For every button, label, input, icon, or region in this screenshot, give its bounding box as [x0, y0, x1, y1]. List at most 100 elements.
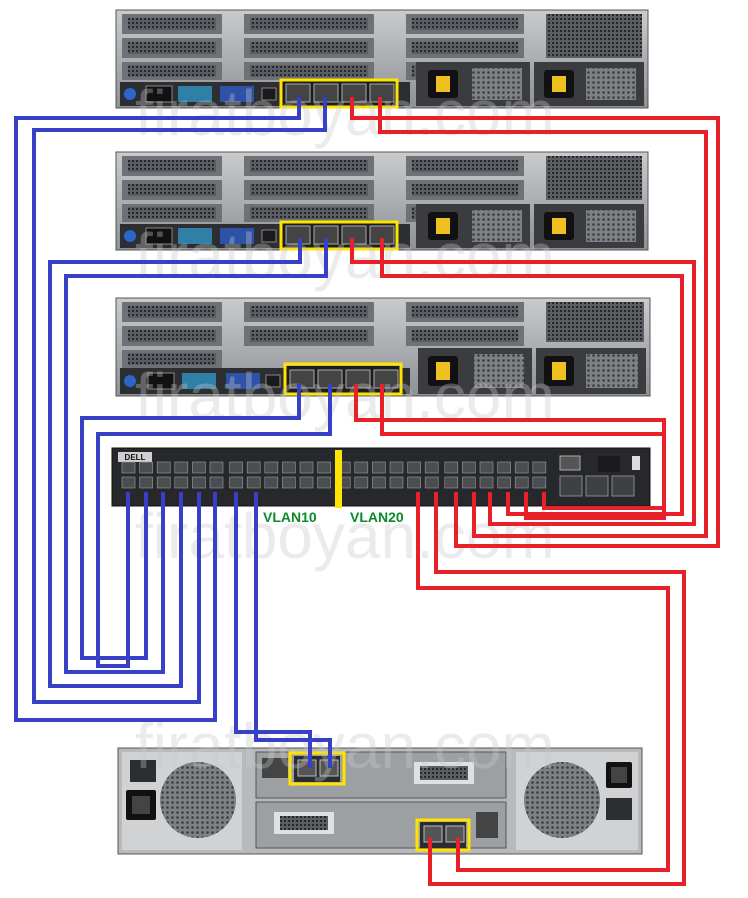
cable-storage-ctrl1-b — [254, 492, 332, 768]
switch-port — [229, 476, 243, 489]
storage-port-highlight-2 — [415, 818, 471, 852]
switch-port — [264, 476, 279, 489]
switch-port — [156, 476, 171, 489]
switch-brand-badge — [118, 452, 152, 462]
nic-highlight — [283, 362, 403, 396]
switch-port — [479, 461, 494, 474]
server-2 — [115, 151, 649, 251]
switch-brand-text: DELL — [125, 453, 146, 462]
storage-port-highlight-1 — [288, 751, 346, 786]
switch-port — [389, 476, 404, 489]
switch-port — [121, 476, 136, 489]
switch-port — [372, 476, 386, 489]
cable-server1-port2 — [32, 97, 327, 704]
switch-port — [139, 476, 153, 489]
cable-server1-port1 — [14, 97, 301, 722]
vent-grill — [546, 302, 644, 342]
switch-port — [264, 461, 279, 474]
pcie-slots — [122, 14, 524, 80]
vlan20-label: VLAN20 — [350, 509, 404, 525]
storage-controller-2 — [255, 801, 507, 852]
switch-port — [317, 476, 331, 489]
switch-port — [299, 461, 314, 474]
cable-storage-ctrl1-a — [234, 492, 312, 768]
switch-port — [354, 476, 369, 489]
switch-port — [246, 476, 261, 489]
switch-port — [444, 461, 459, 474]
switch-port — [174, 461, 189, 474]
switch-port — [514, 476, 529, 489]
watermark-1: firatboyan.com — [135, 77, 555, 149]
switch-port — [532, 461, 547, 474]
watermark-2: firatboyan.com — [135, 220, 555, 292]
pcie-slots — [122, 302, 524, 368]
switch-port — [497, 461, 511, 474]
switch-port — [424, 476, 439, 489]
switch-port — [139, 461, 153, 474]
switch-port — [407, 461, 421, 474]
switch-port — [282, 476, 296, 489]
storage-psu-left — [122, 752, 242, 850]
server-nic — [283, 362, 403, 396]
power-supply-2 — [536, 348, 646, 394]
storage-psu-right — [516, 752, 638, 850]
switch-port — [407, 476, 421, 489]
cable-storage-ctrl2-a — [428, 492, 686, 886]
switch-port — [121, 461, 136, 474]
switch-port — [372, 461, 386, 474]
watermarks: firatboyan.com firatboyan.com firatboyan… — [135, 77, 555, 782]
vent-grill — [546, 14, 642, 58]
switch-port — [317, 461, 331, 474]
cable-server1-port3 — [350, 97, 720, 548]
vlan20-cables — [350, 97, 720, 886]
switch-port — [174, 476, 189, 489]
cable-server2-port2 — [64, 238, 328, 674]
power-supply-2 — [534, 204, 644, 248]
switch-port — [282, 461, 296, 474]
switch-port — [514, 461, 529, 474]
switch-port — [192, 476, 206, 489]
cable-server3-port4 — [380, 384, 666, 440]
storage-array — [117, 747, 643, 855]
power-supply-1 — [416, 204, 530, 248]
network-switch: DELL — [111, 447, 651, 507]
switch-port — [299, 476, 314, 489]
cable-server2-port4 — [380, 238, 684, 516]
power-supply-1 — [418, 348, 532, 394]
switch-port — [229, 461, 243, 474]
switch-port — [444, 476, 459, 489]
cable-storage-ctrl2-b — [416, 492, 670, 872]
cable-server3-port4-tail — [542, 440, 666, 510]
switch-port-grid — [121, 461, 547, 489]
cable-server3-port2 — [96, 384, 332, 668]
vlan-divider — [335, 450, 342, 508]
switch-port — [532, 476, 547, 489]
switch-port — [497, 476, 511, 489]
power-supply-2 — [534, 62, 644, 106]
vent-grill — [546, 156, 642, 200]
switch-port — [389, 461, 404, 474]
switch-port — [192, 461, 206, 474]
cable-server3-port1 — [80, 384, 301, 660]
nic-highlight — [279, 220, 399, 251]
vlan10-label: VLAN10 — [263, 509, 317, 525]
switch-port — [209, 461, 224, 474]
switch-port — [156, 461, 171, 474]
power-supply-1 — [416, 62, 530, 106]
switch-port — [462, 461, 476, 474]
cable-server1-port4 — [378, 97, 708, 538]
switch-port — [354, 461, 369, 474]
server-3 — [115, 297, 651, 397]
server-1 — [115, 9, 649, 109]
switch-port — [209, 476, 224, 489]
switch-uplinks — [559, 455, 640, 497]
nic-highlight — [279, 78, 399, 109]
vlan10-cables — [14, 97, 332, 768]
switch-port — [424, 461, 439, 474]
cable-server2-port1 — [48, 238, 302, 688]
switch-port — [479, 476, 494, 489]
storage-controller-1 — [255, 751, 507, 799]
switch-port — [246, 461, 261, 474]
cable-server2-port3 — [350, 238, 696, 526]
